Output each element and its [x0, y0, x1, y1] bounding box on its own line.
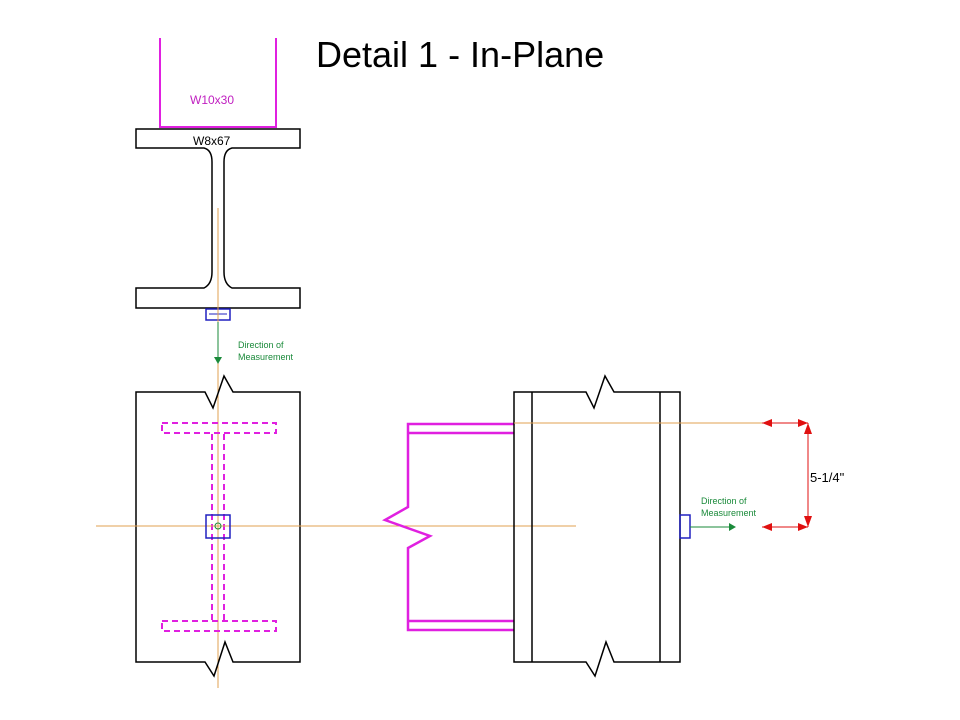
page-title: Detail 1 - In-Plane: [316, 34, 605, 75]
gauge-marker-right: [679, 514, 691, 539]
direction-arrow-top: [214, 322, 222, 364]
dimension-5-1-4: [762, 419, 812, 531]
dimension-label: 5-1/4": [810, 470, 845, 485]
w8x67-i-section: [135, 128, 301, 309]
brace-member: [381, 422, 514, 632]
direction-label-side-2: Measurement: [701, 508, 757, 518]
direction-label-top-2: Measurement: [238, 352, 294, 362]
gauge-marker-center: [205, 514, 231, 539]
direction-label-side-1: Direction of: [701, 496, 747, 506]
lower-section-label: W8x67: [193, 134, 231, 148]
upper-w10x30-member: [159, 38, 277, 128]
right-column-outline: [513, 374, 681, 678]
left-column-outline: [135, 374, 301, 678]
hidden-beam-dashed: [161, 422, 277, 632]
upper-section-label: W10x30: [190, 93, 234, 107]
direction-arrow-side: [690, 523, 736, 531]
direction-label-top-1: Direction of: [238, 340, 284, 350]
